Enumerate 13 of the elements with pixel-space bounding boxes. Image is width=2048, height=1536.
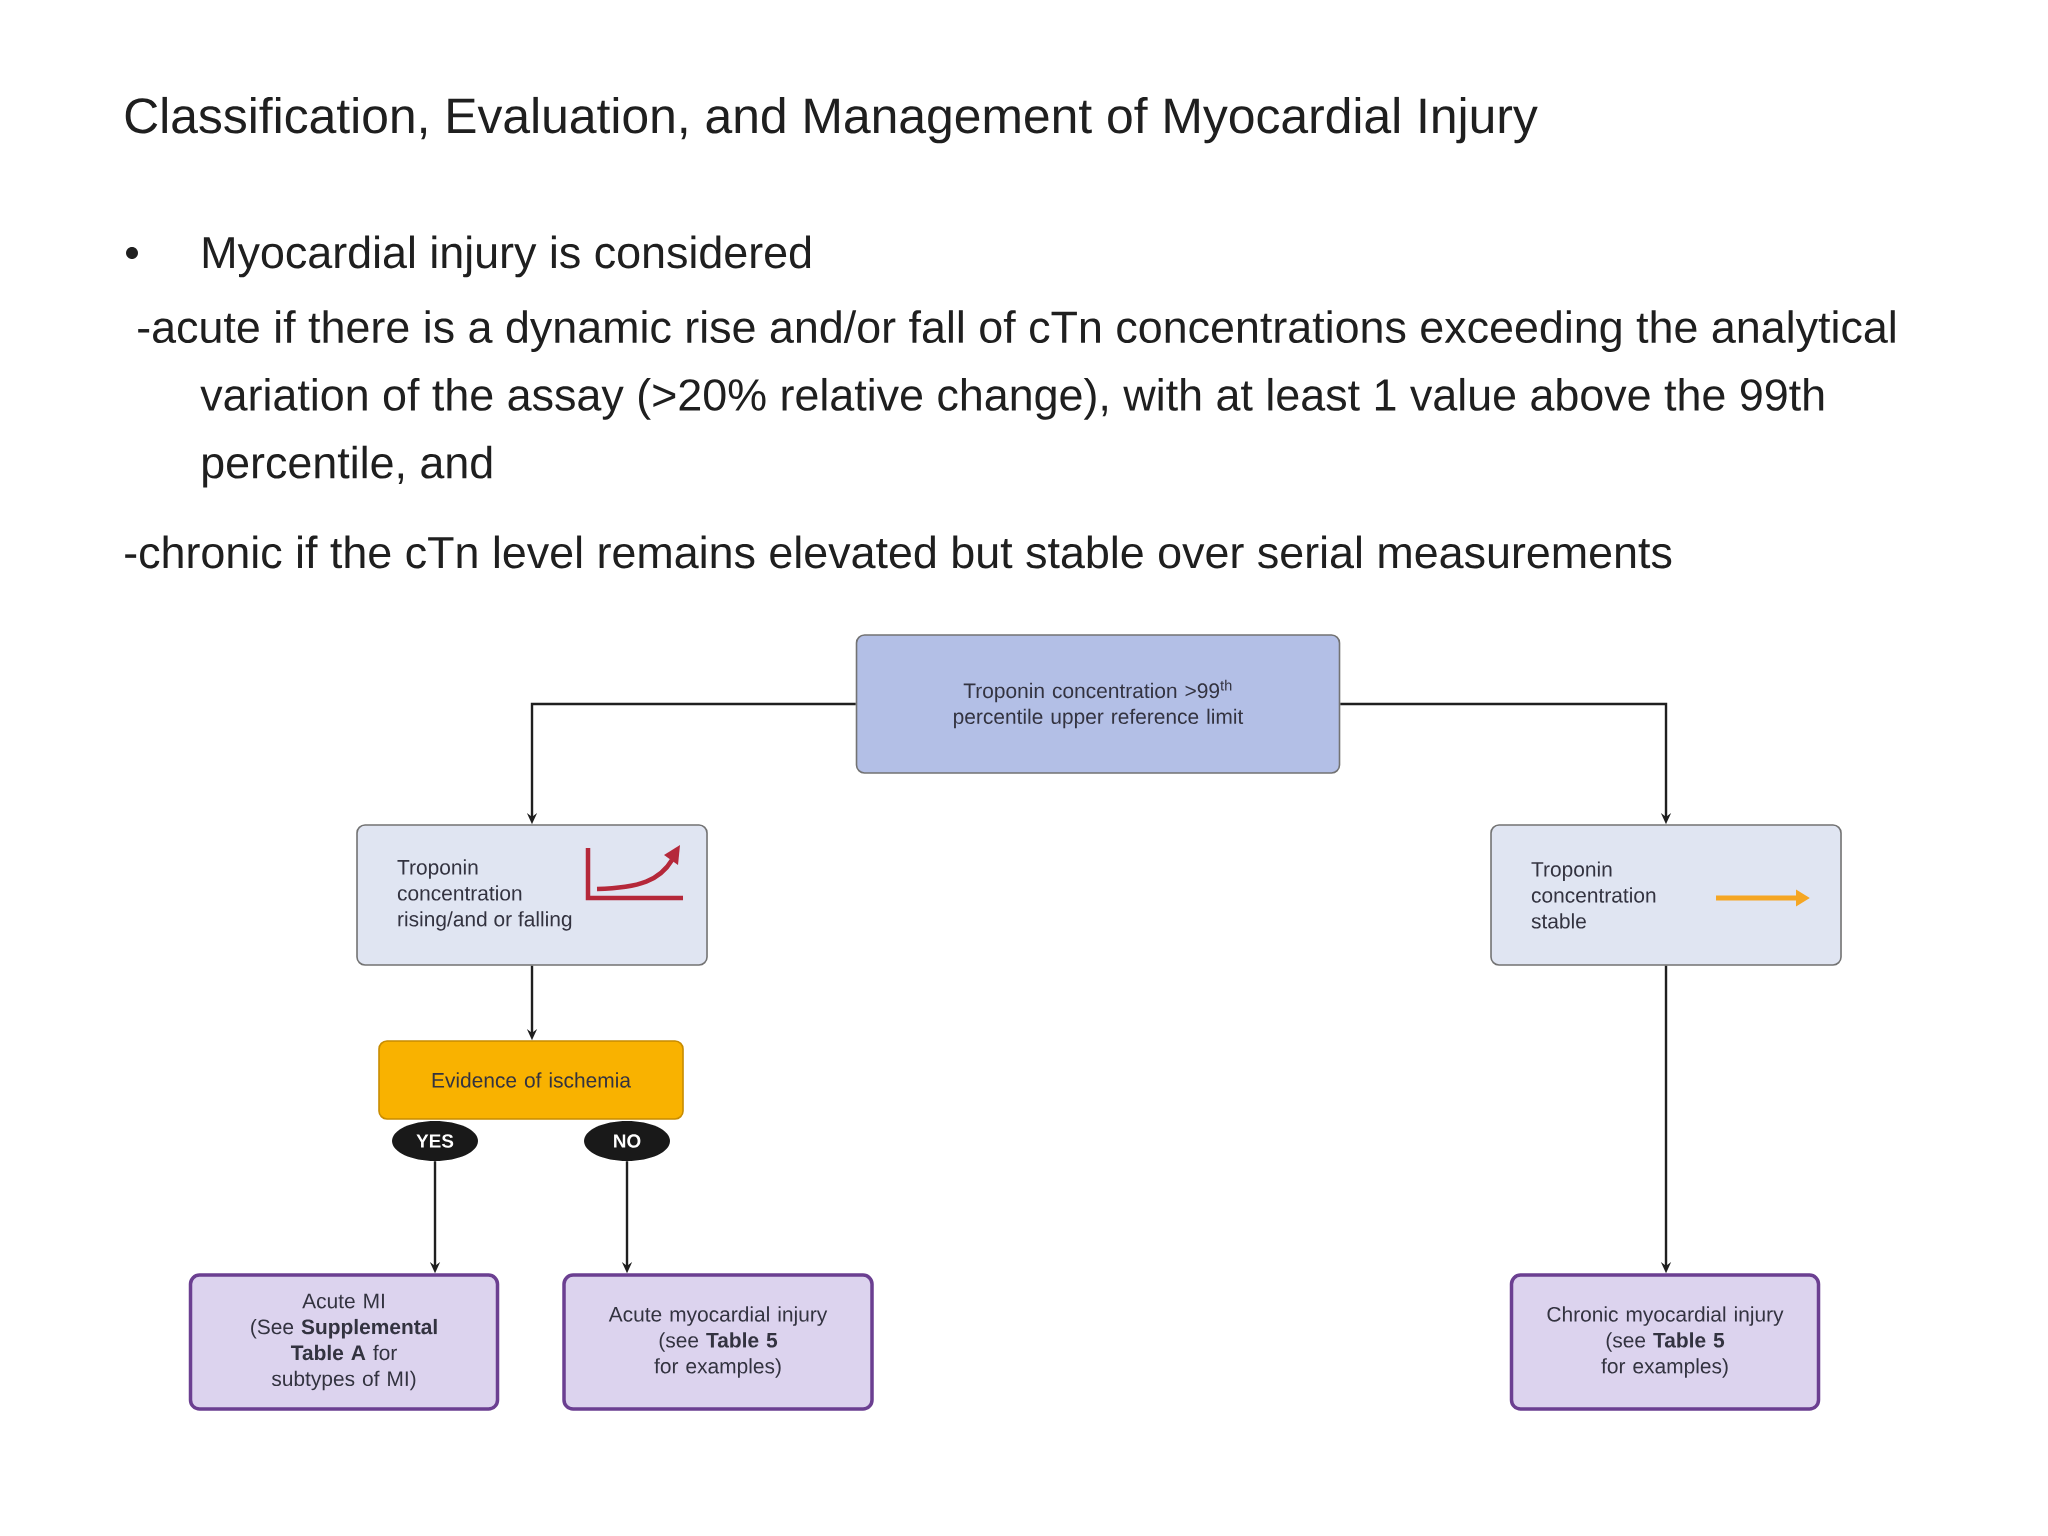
- process-box: Troponin concentration rising/and or falling: [356, 824, 708, 966]
- outcome-box: Acute myocardial injury (see Table 5 for examples): [562, 1273, 874, 1411]
- answer-oval: NO: [584, 1121, 670, 1161]
- answer-oval: YES: [392, 1121, 478, 1161]
- outcome-box: Acute MI (See Supplemental Table A for subtypes of MI): [188, 1273, 500, 1411]
- process-box: Troponin concentration >99$^{th}$ percentile upper reference limit: [855, 634, 1341, 774]
- decision-box: Evidence of ischemia: [378, 1040, 684, 1120]
- process-box: Troponin concentration stable: [1490, 824, 1842, 966]
- outcome-box: Chronic myocardial injury (see Table 5 for examples): [1509, 1273, 1821, 1411]
- slide-title: Classification, Evaluation, and Management of Myocardial Injury: [125, 96, 1538, 144]
- body-text: Myocardial injury is considered: [203, 235, 811, 278]
- body-text: -chronic if the cTn level remains elevated but stable over serial measurements: [125, 535, 1672, 569]
- body-text: -acute if there is a dynamic rise and/or fall of cTn concentrations exceeding the analytical variation of the assay (>20% relative change), with at least 1 value above the 99th percentile, and: [138, 310, 1895, 488]
